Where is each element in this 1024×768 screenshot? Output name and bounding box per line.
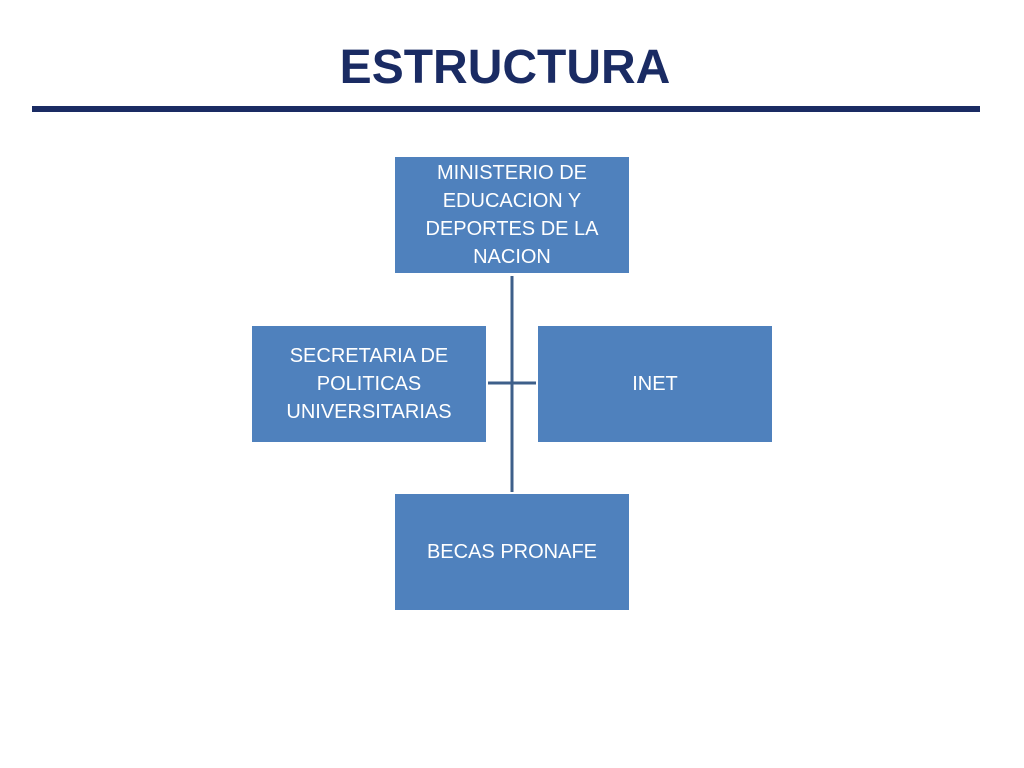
org-node-secretaria-label: SECRETARIA DE POLITICAS UNIVERSITARIAS [286, 345, 452, 423]
org-node-ministerio-label: MINISTERIO DE EDUCACION Y DEPORTES DE LA… [425, 162, 599, 268]
org-node-becas-pronafe: BECAS PRONAFE [395, 494, 629, 610]
org-node-secretaria: SECRETARIA DE POLITICAS UNIVERSITARIAS [252, 326, 486, 442]
org-node-inet: INET [538, 326, 772, 442]
org-node-ministerio: MINISTERIO DE EDUCACION Y DEPORTES DE LA… [395, 157, 629, 273]
slide-title: ESTRUCTURA [339, 41, 671, 94]
org-node-becas-pronafe-label: BECAS PRONAFE [426, 541, 598, 563]
title-underline [32, 106, 980, 112]
org-node-inet-label: INET [632, 373, 678, 395]
